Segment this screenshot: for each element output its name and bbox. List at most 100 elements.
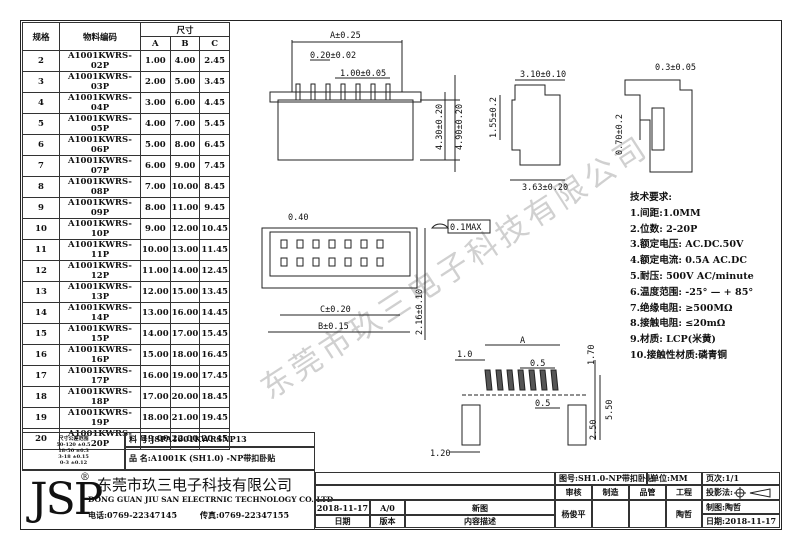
- contact-slot: [328, 257, 336, 267]
- dim-detail-height: 0.70±0.2: [615, 114, 625, 155]
- contact-pin: [295, 83, 301, 101]
- tech-requirement-item: 2.位数: 2-20P: [630, 223, 698, 235]
- dim-pcb-05a: 0.5: [530, 359, 545, 369]
- contact-slot: [328, 239, 336, 249]
- revision-date: 2018-11-17: [315, 500, 370, 515]
- engineering-label: 工程: [666, 485, 702, 500]
- contact-slot: [312, 239, 320, 249]
- tech-requirement-item: 8.接触电阻: ≤20mΩ: [630, 318, 726, 330]
- dim-height-1: 4.30±0.20: [435, 104, 445, 150]
- drawn-by: 制图:陶哲: [702, 500, 780, 514]
- dim-pcb-170: 1.70: [587, 345, 597, 365]
- manufacture-label: 制造: [592, 485, 629, 500]
- dim-flat: 0.40: [288, 213, 308, 223]
- tolerance-row: 3-18 ±0.15: [58, 454, 89, 460]
- contact-pin: [370, 83, 376, 101]
- c-cell: 19.45: [199, 407, 230, 429]
- pcb-mount-pad-left: [461, 404, 481, 446]
- registered-mark: ®: [80, 472, 90, 483]
- tolerance-box: 尺寸公差范围 50-120 ±0.5 18-50 ±0.3 3-18 ±0.15…: [22, 432, 125, 470]
- dim-flat-max: 0.1: [450, 223, 465, 233]
- contact-slot: [360, 239, 368, 249]
- c-cell: 2.45: [199, 50, 230, 72]
- tolerance-title: 尺寸公差范围: [58, 436, 89, 442]
- contact-slot: [296, 257, 304, 267]
- contact-slot: [312, 257, 320, 267]
- dim-pcb-120: 1.20: [430, 449, 450, 459]
- dim-pcb-550: 5.50: [605, 400, 615, 420]
- dim-depth: 2.16±0.10: [415, 289, 425, 335]
- header-code: 物料编码: [59, 22, 141, 51]
- c-cell: 5.45: [199, 113, 230, 135]
- version-label: 版本: [370, 515, 405, 528]
- c-cell: 14.45: [199, 302, 230, 324]
- dim-a-tol: A±0.25: [330, 31, 361, 41]
- sheet-border: [20, 20, 782, 530]
- jsp-logo: JSP: [30, 474, 103, 525]
- c-cell: 16.45: [199, 344, 230, 366]
- content-label: 内容描述: [405, 515, 555, 528]
- drawing-number: 图号:SH1.0-NP带扣卧贴: [555, 472, 654, 485]
- revision-row-empty: [315, 485, 555, 500]
- pcb-signal-pad: [539, 369, 548, 391]
- part-number: 料 号:JSPA1001KWRSNP13: [125, 432, 315, 447]
- dim-pcb-1: 1.0: [457, 350, 472, 360]
- tech-requirement-item: 3.额定电压: AC.DC.50V: [630, 239, 744, 251]
- pcb-mount-pad-right: [567, 404, 587, 446]
- fax: 传真:0769-22347155: [200, 510, 290, 520]
- drawn-date: 日期:2018-11-17: [702, 514, 780, 528]
- tolerance-row: 0-3 ±0.12: [59, 460, 88, 466]
- company-box: [22, 470, 315, 530]
- tech-requirement-item: 4.额定电流: 0.5A AC.DC: [630, 255, 747, 267]
- contact-slot: [376, 239, 384, 249]
- company-name-cn: 东莞市玖三电子科技有限公司: [97, 476, 293, 494]
- tech-requirement-item: 7.绝缘电阻: ≥500MΩ: [630, 302, 733, 314]
- engineer: 陶哲: [666, 500, 702, 528]
- code-cell: A1001KWRS-20P: [59, 428, 141, 450]
- contact-slot: [344, 239, 352, 249]
- tech-requirement-item: 1.间距:1.0MM: [630, 207, 701, 219]
- tech-requirement-item: 6.温度范围: -25° — + 85°: [630, 286, 754, 298]
- dim-height-2: 4.90±0.20: [455, 104, 465, 150]
- tech-title: 技术要求:: [630, 192, 672, 203]
- dim-pcb-05b: 0.5: [535, 399, 550, 409]
- code-cell: A1001KWRS-10P: [59, 218, 141, 240]
- code-cell: A1001KWRS-16P: [59, 344, 141, 366]
- dim-pcb-a: A: [520, 336, 525, 346]
- pcb-signal-pad: [484, 369, 493, 391]
- technical-requirements: 技术要求: 1.间距:1.0MM 2.位数: 2-20P 3.额定电压: AC.DC…: [630, 190, 754, 364]
- projection-method: 投影法:: [702, 485, 780, 500]
- tech-requirement-item: 9.材质: LCP(米黄): [630, 334, 716, 346]
- code-cell: A1001KWRS-04P: [59, 92, 141, 114]
- side-view-body: [511, 84, 561, 166]
- bottom-view-body: [261, 227, 418, 289]
- dim-b-tol: B±0.15: [318, 322, 349, 332]
- contact-pin: [325, 83, 331, 101]
- first-angle-projection-icon: [733, 486, 771, 499]
- dimension-labels: A±0.25 0.20±0.02 1.00±0.05 4.30±0.20 4.9…: [288, 31, 696, 459]
- unit: 单位:MM: [647, 472, 702, 485]
- contact-pin: [355, 83, 361, 101]
- dim-side-depth: 3.63±0.20: [522, 183, 568, 193]
- contact-slot: [376, 257, 384, 267]
- tech-requirement-item: 10.接触性材质:磷青铜: [630, 349, 727, 361]
- reviewer: 杨俊平: [555, 500, 592, 528]
- contact-slot: [360, 257, 368, 267]
- revision-version: A/0: [370, 500, 405, 515]
- quality-sign: [629, 500, 666, 528]
- contact-slot: [296, 239, 304, 249]
- review-label: 审核: [555, 485, 592, 500]
